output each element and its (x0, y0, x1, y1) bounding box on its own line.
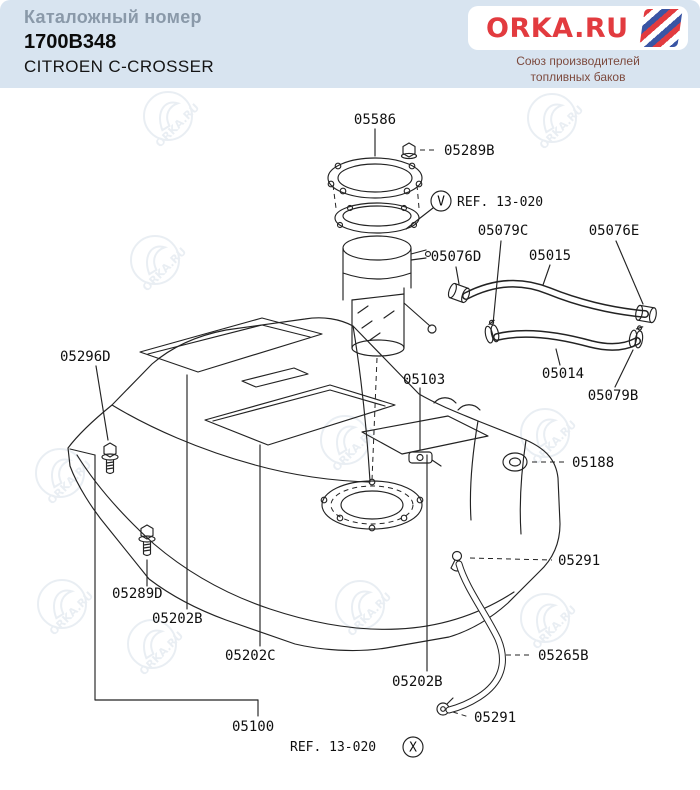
part-number: 1700B348 (24, 31, 117, 53)
catalog-number-label: Каталожный номер (24, 7, 202, 27)
part-label-05076E: 05076E (589, 223, 640, 239)
ref-label-bottom: REF. 13-020 (290, 740, 376, 755)
brand-tagline: Союз производителей топливных баков (468, 54, 688, 85)
fuel-pump-module (327, 157, 437, 481)
hose-clamp-05079B (628, 325, 644, 349)
part-labels: 05586 05289B V REF. 13-020 05079C 05076E… (60, 112, 640, 758)
part-label-05291-bottom: 05291 (474, 710, 516, 726)
bracket-05103 (408, 451, 442, 467)
watermark-logo: ORKA.RU (335, 580, 394, 639)
pump-opening (320, 478, 424, 532)
bolt-top-left (101, 442, 119, 475)
ref-badge-x-circle (402, 736, 424, 758)
brand-logo[interactable]: ORKA.RU (468, 6, 688, 50)
pump-body (342, 235, 437, 481)
watermark-logo: ORKA.RU (527, 93, 586, 152)
part-label-05076D: 05076D (431, 249, 482, 265)
hose-connector-05076D (447, 282, 471, 304)
part-label-05265B: 05265B (538, 648, 589, 664)
nut-05289B (400, 142, 418, 160)
watermarks: ORKA.RU ORKA.RU ORKA.RU ORKA.RU ORKA.RU … (35, 91, 586, 678)
part-label-05202C: 05202C (225, 648, 276, 664)
filler-hoses (447, 279, 657, 351)
brand-tagline-line2: топливных баков (530, 69, 626, 84)
part-label-05202B-right: 05202B (392, 674, 443, 690)
ref-label-top: REF. 13-020 (457, 195, 543, 210)
ref-badge-v-circle (430, 190, 452, 212)
part-label-05289D: 05289D (112, 586, 163, 602)
vehicle-model: CITROEN C-CROSSER (24, 57, 215, 76)
part-label-05100: 05100 (232, 719, 274, 735)
bolt-05289D (138, 524, 156, 557)
watermark-logo: ORKA.RU (35, 448, 94, 507)
pump-flange (332, 184, 420, 234)
part-label-05188: 05188 (572, 455, 614, 471)
part-label-05586: 05586 (354, 112, 396, 128)
exploded-parts-diagram: ORKA.RU ORKA.RU ORKA.RU ORKA.RU ORKA.RU … (35, 91, 657, 758)
ref-badge-x: X (409, 741, 417, 756)
lock-ring (327, 157, 423, 199)
part-label-05289B: 05289B (444, 143, 495, 159)
brand-block: ORKA.RU Союз производителей топливных ба… (468, 6, 688, 85)
page-header: Каталожный номер 1700B348 CITROEN C-CROS… (0, 0, 700, 88)
part-label-05079B: 05079B (588, 388, 639, 404)
part-label-05202B-left: 05202B (152, 611, 203, 627)
leader-lines (69, 128, 644, 718)
watermark-logo: ORKA.RU (320, 415, 379, 474)
part-label-05015: 05015 (529, 248, 571, 264)
watermark-logo: ORKA.RU (130, 235, 189, 294)
fuel-tank-body (67, 317, 561, 652)
grommet-05188 (502, 452, 528, 472)
fasteners (101, 142, 528, 716)
hose-connector-05076E (635, 304, 657, 324)
part-label-05014: 05014 (542, 366, 584, 382)
ref-badge-v: V (437, 195, 445, 210)
part-label-05296D: 05296D (60, 349, 111, 365)
brand-logo-text[interactable]: ORKA.RU (486, 12, 629, 44)
flag-stripes-icon (639, 9, 683, 47)
drain-hose-05265B (445, 560, 506, 714)
part-label-05079C: 05079C (478, 223, 529, 239)
watermark-logo: ORKA.RU (143, 91, 202, 150)
part-label-05291-top: 05291 (558, 553, 600, 569)
part-label-05103: 05103 (403, 372, 445, 388)
watermark-logo: ORKA.RU (37, 579, 96, 638)
heat-shields (139, 317, 489, 455)
brand-tagline-line1: Союз производителей (516, 54, 640, 68)
header-text-block: Каталожный номер 1700B348 CITROEN C-CROS… (24, 7, 214, 77)
